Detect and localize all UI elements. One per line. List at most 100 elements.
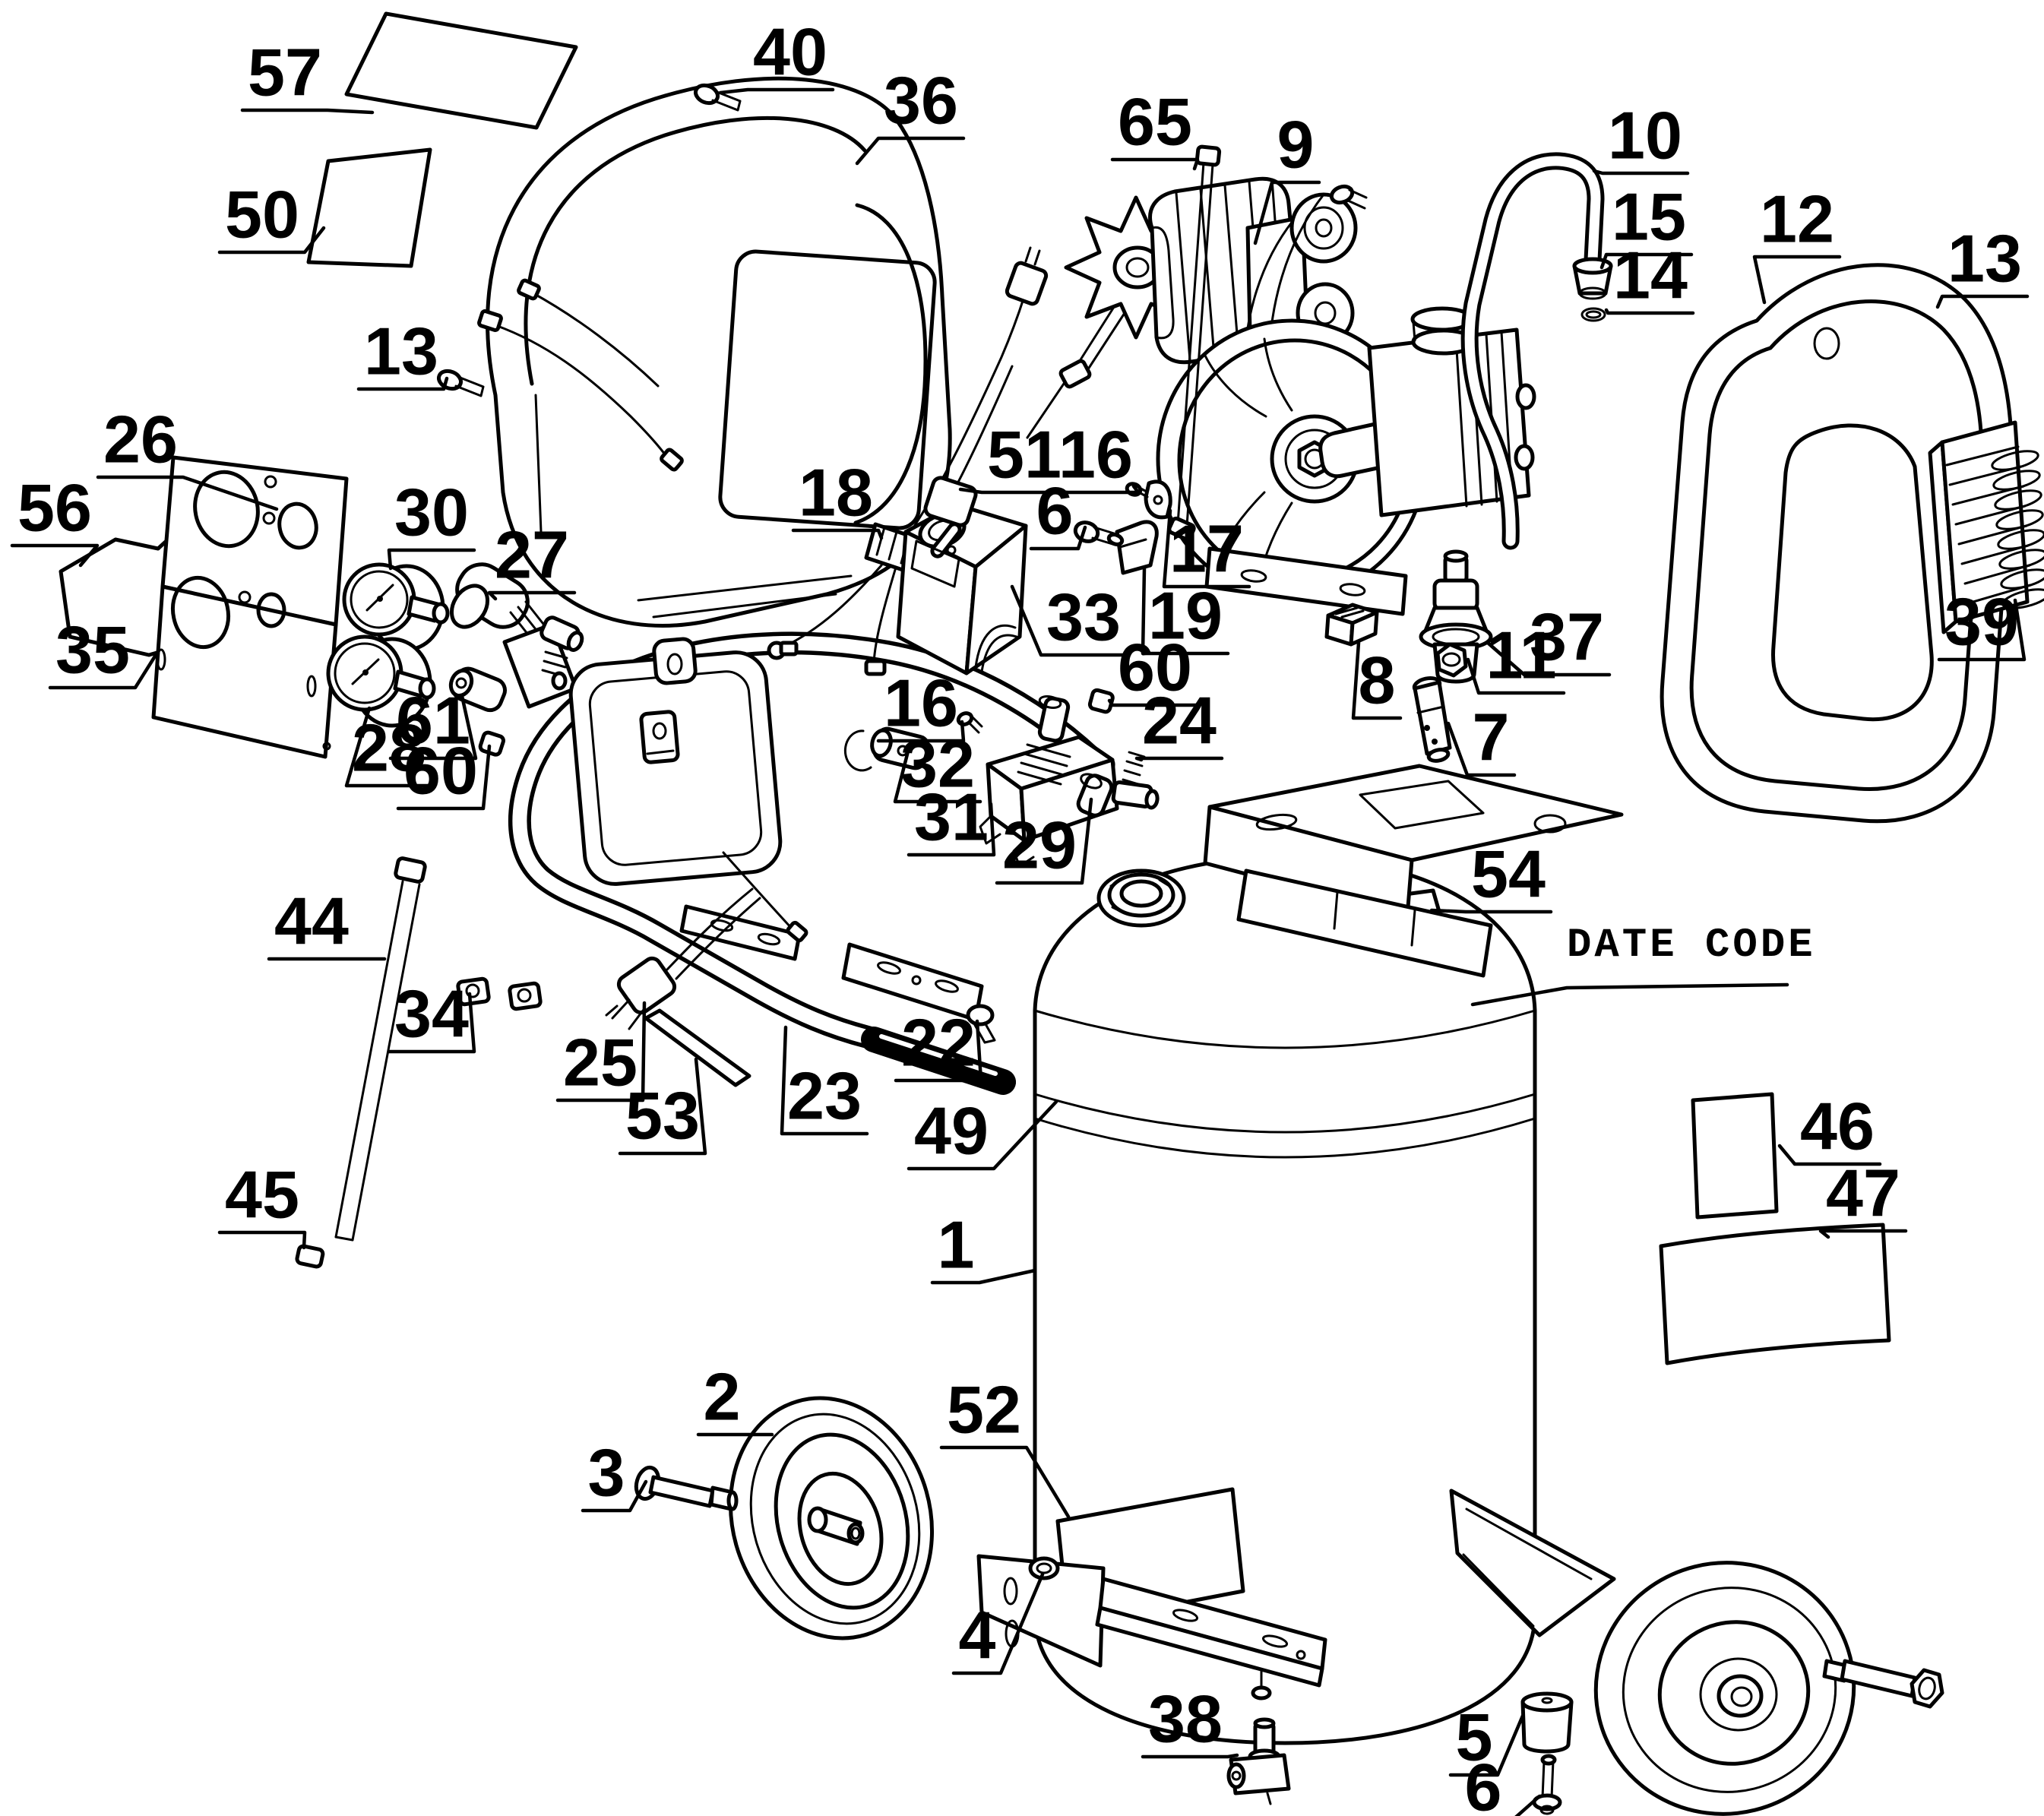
connector-8 <box>1324 603 1379 647</box>
callout-leader-27 <box>487 590 577 601</box>
callout-number-39: 39 <box>1944 584 2019 660</box>
callout-leader-4 <box>951 1572 1045 1675</box>
callout-leader-46 <box>1777 1144 1882 1166</box>
callout-number-2: 2 <box>704 1359 741 1435</box>
callout-leader-8 <box>1351 641 1403 720</box>
callout-leader-24 <box>1134 756 1224 762</box>
callout-52: 52 <box>939 1372 1071 1519</box>
callout-16: 16 <box>1051 417 1141 495</box>
callout-number-51: 51 <box>987 417 1062 492</box>
callout-leader-34 <box>387 992 476 1054</box>
callout-leader-30 <box>387 548 476 571</box>
callout-57: 57 <box>240 35 375 115</box>
callout-18: 18 <box>791 455 884 540</box>
axle-bolt-right <box>1822 1659 1944 1709</box>
callout-44: 44 <box>267 884 387 961</box>
mount-rail-left <box>679 904 802 961</box>
callout-leader-57 <box>240 108 375 115</box>
callout-56: 56 <box>10 470 100 568</box>
callout-number-16: 16 <box>884 666 958 741</box>
callout-34: 34 <box>387 976 476 1054</box>
callout-number-16: 16 <box>1058 417 1133 492</box>
callout-number-19: 19 <box>1148 578 1223 653</box>
callout-number-65: 65 <box>1118 84 1192 160</box>
label-plate-46 <box>1691 1092 1779 1220</box>
callout-15: 15 <box>1599 179 1694 270</box>
label-plate-50 <box>306 147 432 268</box>
callout-leader-49 <box>907 1099 1058 1171</box>
screw-40 <box>693 83 742 112</box>
callout-number-1: 1 <box>938 1207 975 1283</box>
callout-number-60: 60 <box>403 733 478 808</box>
callout-leader-7 <box>1446 721 1517 777</box>
callout-6: 6 <box>1029 473 1087 551</box>
callout-leader-28 <box>344 706 434 788</box>
screw-6-lower <box>1532 1754 1562 1815</box>
callout-39: 39 <box>1937 584 2027 662</box>
wire-rod-65 <box>1167 144 1222 542</box>
callout-leader-51 <box>958 487 1069 495</box>
callout-3: 3 <box>581 1435 648 1513</box>
callout-number-37: 37 <box>1530 600 1604 675</box>
callout-leader-54 <box>1429 908 1553 914</box>
nut-4 <box>1028 1556 1060 1580</box>
wheel-right <box>1593 1561 1856 1816</box>
callout-number-18: 18 <box>799 455 873 530</box>
date-code-annotation: DATE CODE <box>1470 922 1816 1007</box>
callout-37: 37 <box>1486 600 1612 677</box>
wheel-left <box>728 1396 935 1640</box>
callout-6: 6 <box>1465 1750 1542 1816</box>
callout-14: 14 <box>1604 238 1695 315</box>
pressure-gauge-28 <box>326 634 436 728</box>
callout-11: 11 <box>1466 618 1566 695</box>
callout-54: 54 <box>1429 837 1553 914</box>
callout-leader-10 <box>1592 169 1690 176</box>
callout-leader-37 <box>1486 641 1612 677</box>
label-plate-57 <box>344 11 578 130</box>
callout-1: 1 <box>930 1207 1037 1285</box>
callout-7: 7 <box>1446 700 1517 777</box>
callout-29: 29 <box>995 797 1093 885</box>
callout-number-53: 53 <box>625 1078 700 1153</box>
handle-mount-plate <box>1203 764 1624 978</box>
callout-leader-16 <box>1051 484 1141 495</box>
date-code-text: DATE CODE <box>1567 922 1816 969</box>
manifold-group <box>843 695 1160 868</box>
callout-number-56: 56 <box>17 470 92 546</box>
callout-number-6: 6 <box>1036 473 1074 549</box>
callout-27: 27 <box>487 517 577 601</box>
callout-leader-22 <box>894 1019 983 1083</box>
callout-31: 31 <box>907 780 996 857</box>
callout-leader-6 <box>1514 1794 1542 1816</box>
drain-cock-38 <box>1226 1717 1291 1805</box>
callout-10: 10 <box>1592 98 1690 176</box>
callout-13: 13 <box>356 314 449 391</box>
outlet-tube <box>1460 152 1613 550</box>
screw-6-upper <box>1073 520 1125 546</box>
date-code-leader <box>1470 982 1789 1007</box>
callout-number-33: 33 <box>1046 580 1121 655</box>
callout-51: 51 <box>958 417 1069 495</box>
callout-leader-60 <box>396 744 492 811</box>
callout-number-25: 25 <box>563 1025 638 1100</box>
callout-leader-45 <box>217 1230 307 1250</box>
callout-23: 23 <box>780 1025 869 1136</box>
console-panel <box>151 455 349 759</box>
callout-leader-13 <box>356 376 449 391</box>
callout-leader-13 <box>1935 294 2030 309</box>
callout-number-26: 26 <box>103 402 178 477</box>
callout-number-11: 11 <box>1486 618 1556 693</box>
callout-number-23: 23 <box>787 1058 862 1134</box>
callout-number-32: 32 <box>900 726 975 802</box>
callout-number-4: 4 <box>959 1598 996 1673</box>
screw-13-left <box>436 369 485 397</box>
callout-leader-3 <box>581 1479 648 1513</box>
tank-bung <box>1096 868 1186 928</box>
callout-60: 60 <box>1107 630 1200 707</box>
callout-leader-18 <box>791 528 884 540</box>
check-valve <box>448 666 507 713</box>
callout-leader-29 <box>995 797 1093 885</box>
callout-number-49: 49 <box>914 1093 989 1169</box>
callout-leader-5 <box>1448 1713 1525 1777</box>
